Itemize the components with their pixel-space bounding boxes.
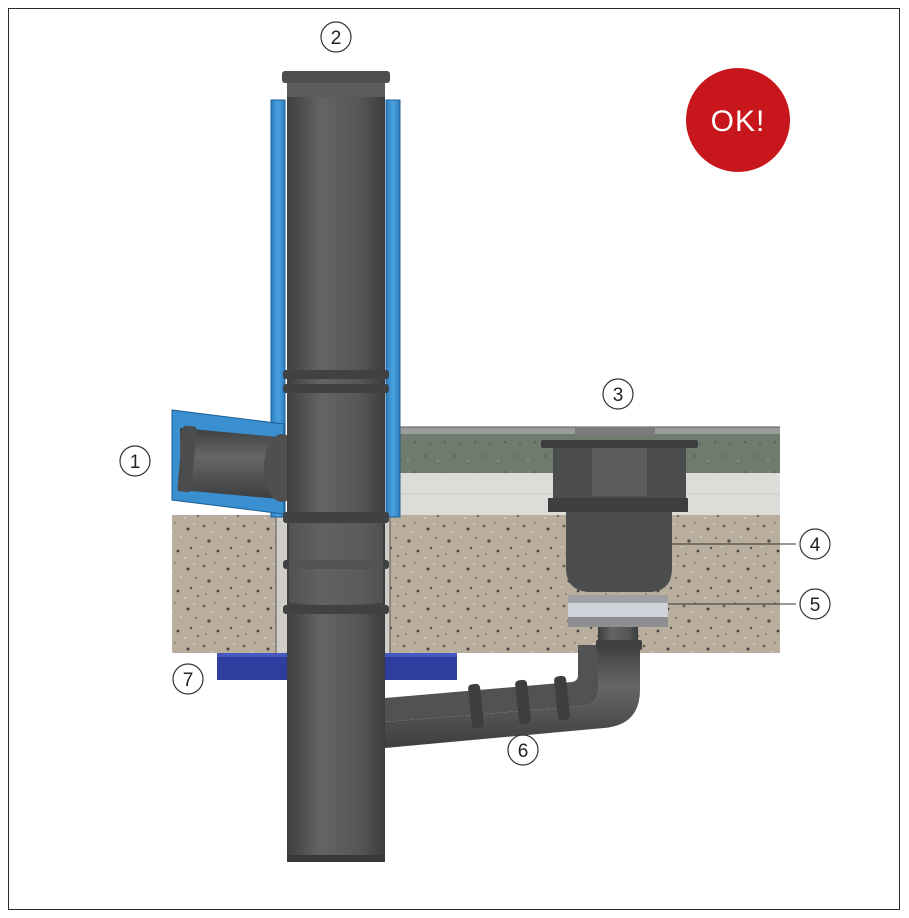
callout-6-label: 6 [518,741,529,762]
drain-seal [568,595,668,603]
callout-4-label: 4 [810,535,821,556]
callout-4: 4 [799,528,831,560]
callout-2: 2 [320,21,352,53]
ok-badge: OK! [686,68,790,172]
drain-grate [575,427,655,435]
callout-7: 7 [172,663,204,695]
drain-body [566,512,672,592]
callout-5: 5 [799,588,831,620]
callout-1: 1 [119,445,151,477]
branch-pipe [177,425,300,502]
ok-badge-text: OK! [711,105,766,138]
connection-pipe [385,640,642,748]
callout-3-label: 3 [613,385,624,406]
vertical-stack-pipe [282,71,390,862]
callout-1-label: 1 [130,452,141,473]
callout-5-label: 5 [810,595,821,616]
floor-drain [541,427,698,649]
callout-3: 3 [602,378,634,410]
top-socket-ring [282,71,390,83]
callout-6: 6 [507,734,539,766]
diagram-frame [8,8,900,910]
callout-2-label: 2 [331,28,342,49]
concrete-slab [172,515,780,653]
callout-7-label: 7 [183,670,194,691]
